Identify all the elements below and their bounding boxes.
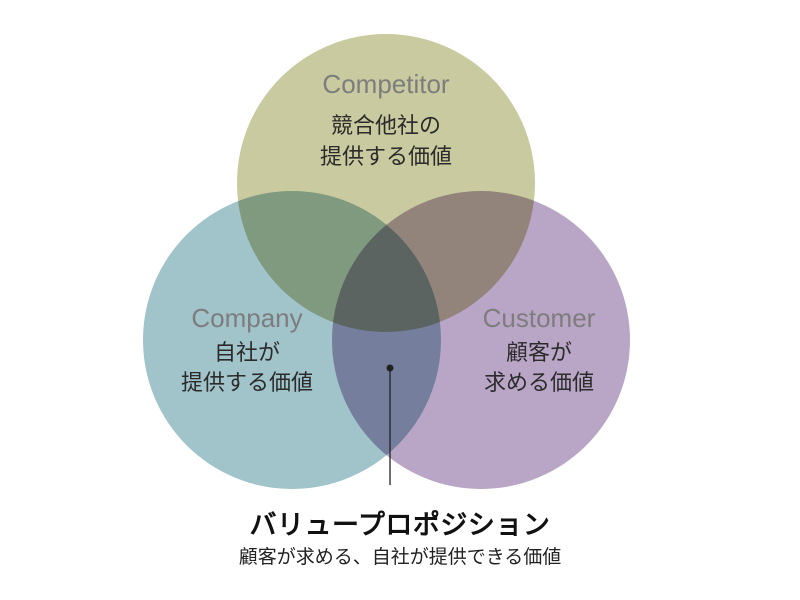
customer-circle [332,191,630,489]
customer-english-label: Customer [483,303,596,333]
competitor-japanese-line1: 競合他社の [331,114,441,139]
competitor-japanese-line2: 提供する価値 [320,145,452,170]
competitor-english-label: Competitor [322,69,449,99]
company-japanese-line2: 提供する価値 [181,371,313,396]
customer-japanese-line2: 求める価値 [484,371,594,396]
value-proposition-title: バリュープロポジション [249,510,551,541]
value-proposition-description: 顧客が求める、自社が提供できる価値 [238,546,562,568]
customer-japanese-line1: 顧客が [506,341,572,366]
company-japanese-line1: 自社が [214,341,280,366]
company-english-label: Company [191,303,302,333]
